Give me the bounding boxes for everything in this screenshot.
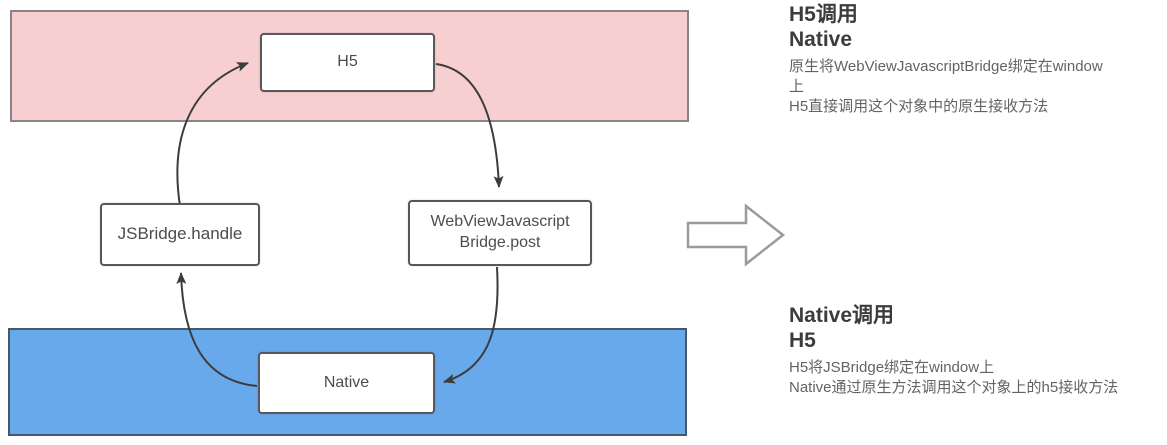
annotation-body-line: H5直接调用这个对象中的原生接收方法	[789, 98, 1049, 115]
node-native-label: Native	[323, 373, 370, 391]
node-webview-javascript-bridge-post: WebViewJavascript Bridge.post	[408, 200, 592, 266]
annotation-title: Native	[789, 28, 853, 51]
node-jsbridge-handle: JSBridge.handle	[100, 203, 260, 266]
node-h5: H5	[260, 33, 435, 92]
annotation-body-line: H5将JSBridge绑定在window上	[789, 359, 995, 376]
annotation-title: H5调用	[789, 3, 858, 26]
annotation-body-line: 原生将WebViewJavascriptBridge绑定在window	[789, 58, 1103, 75]
node-webview-bridge-label-line2: Bridge.post	[459, 234, 541, 251]
node-webview-bridge-label-line1: WebViewJavascript	[430, 213, 570, 231]
node-h5-label: H5	[337, 53, 358, 71]
node-jsbridge-handle-label: JSBridge.handle	[117, 224, 243, 244]
annotation-native-call-h5: Native调用 H5 H5将JSBridge绑定在window上 Native…	[789, 303, 1164, 398]
node-native: Native	[258, 352, 435, 414]
annotation-h5-call-native: H5调用 Native 原生将WebViewJavascriptBridge绑定…	[789, 2, 1164, 117]
annotation-body-line: Native通过原生方法调用这个对象上的h5接收方法	[789, 379, 1119, 396]
annotation-body: 原生将WebViewJavascriptBridge绑定在window 上 H5…	[789, 57, 1164, 117]
big-right-arrow	[686, 203, 786, 267]
annotation-body-line: 上	[789, 78, 805, 95]
annotation-body: H5将JSBridge绑定在window上 Native通过原生方法调用这个对象…	[789, 358, 1164, 398]
annotation-title: Native调用	[789, 304, 895, 327]
annotation-title: H5	[789, 329, 816, 352]
